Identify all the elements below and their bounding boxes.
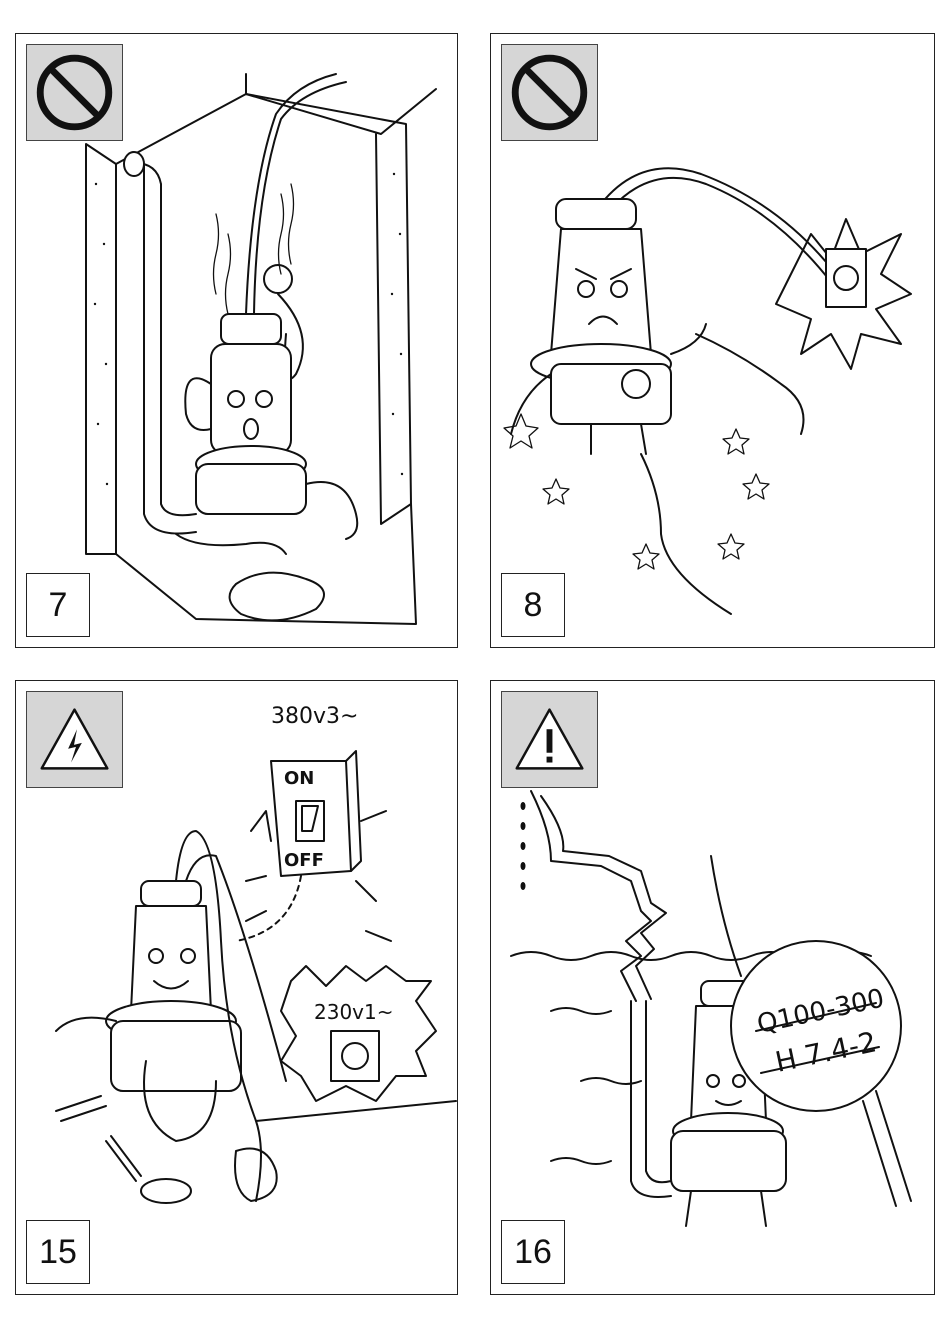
switch-off-label: OFF [284, 850, 324, 871]
voltage-check-illustration: 380v3~ ON OFF 230v1~ [16, 681, 459, 1296]
pump-lifted-by-cable-illustration [491, 34, 936, 649]
panel-number: 16 [501, 1220, 565, 1284]
switch-voltage-label: 380v3~ [271, 704, 358, 729]
panel-15: 380v3~ ON OFF 230v1~ 15 [15, 680, 458, 1295]
submerged-pump-nameplate-illustration: Q100-300 H 7.4-2 [491, 681, 936, 1296]
panel-16: Q100-300 H 7.4-2 16 [490, 680, 935, 1295]
socket-voltage-label: 230v1~ [314, 1000, 394, 1024]
panel-7: 7 [15, 33, 458, 648]
pump-in-narrow-shaft-illustration [16, 34, 459, 649]
panel-8: 8 [490, 33, 935, 648]
panel-number: 7 [26, 573, 90, 637]
panel-number: 8 [501, 573, 565, 637]
switch-on-label: ON [284, 768, 314, 789]
panel-number: 15 [26, 1220, 90, 1284]
